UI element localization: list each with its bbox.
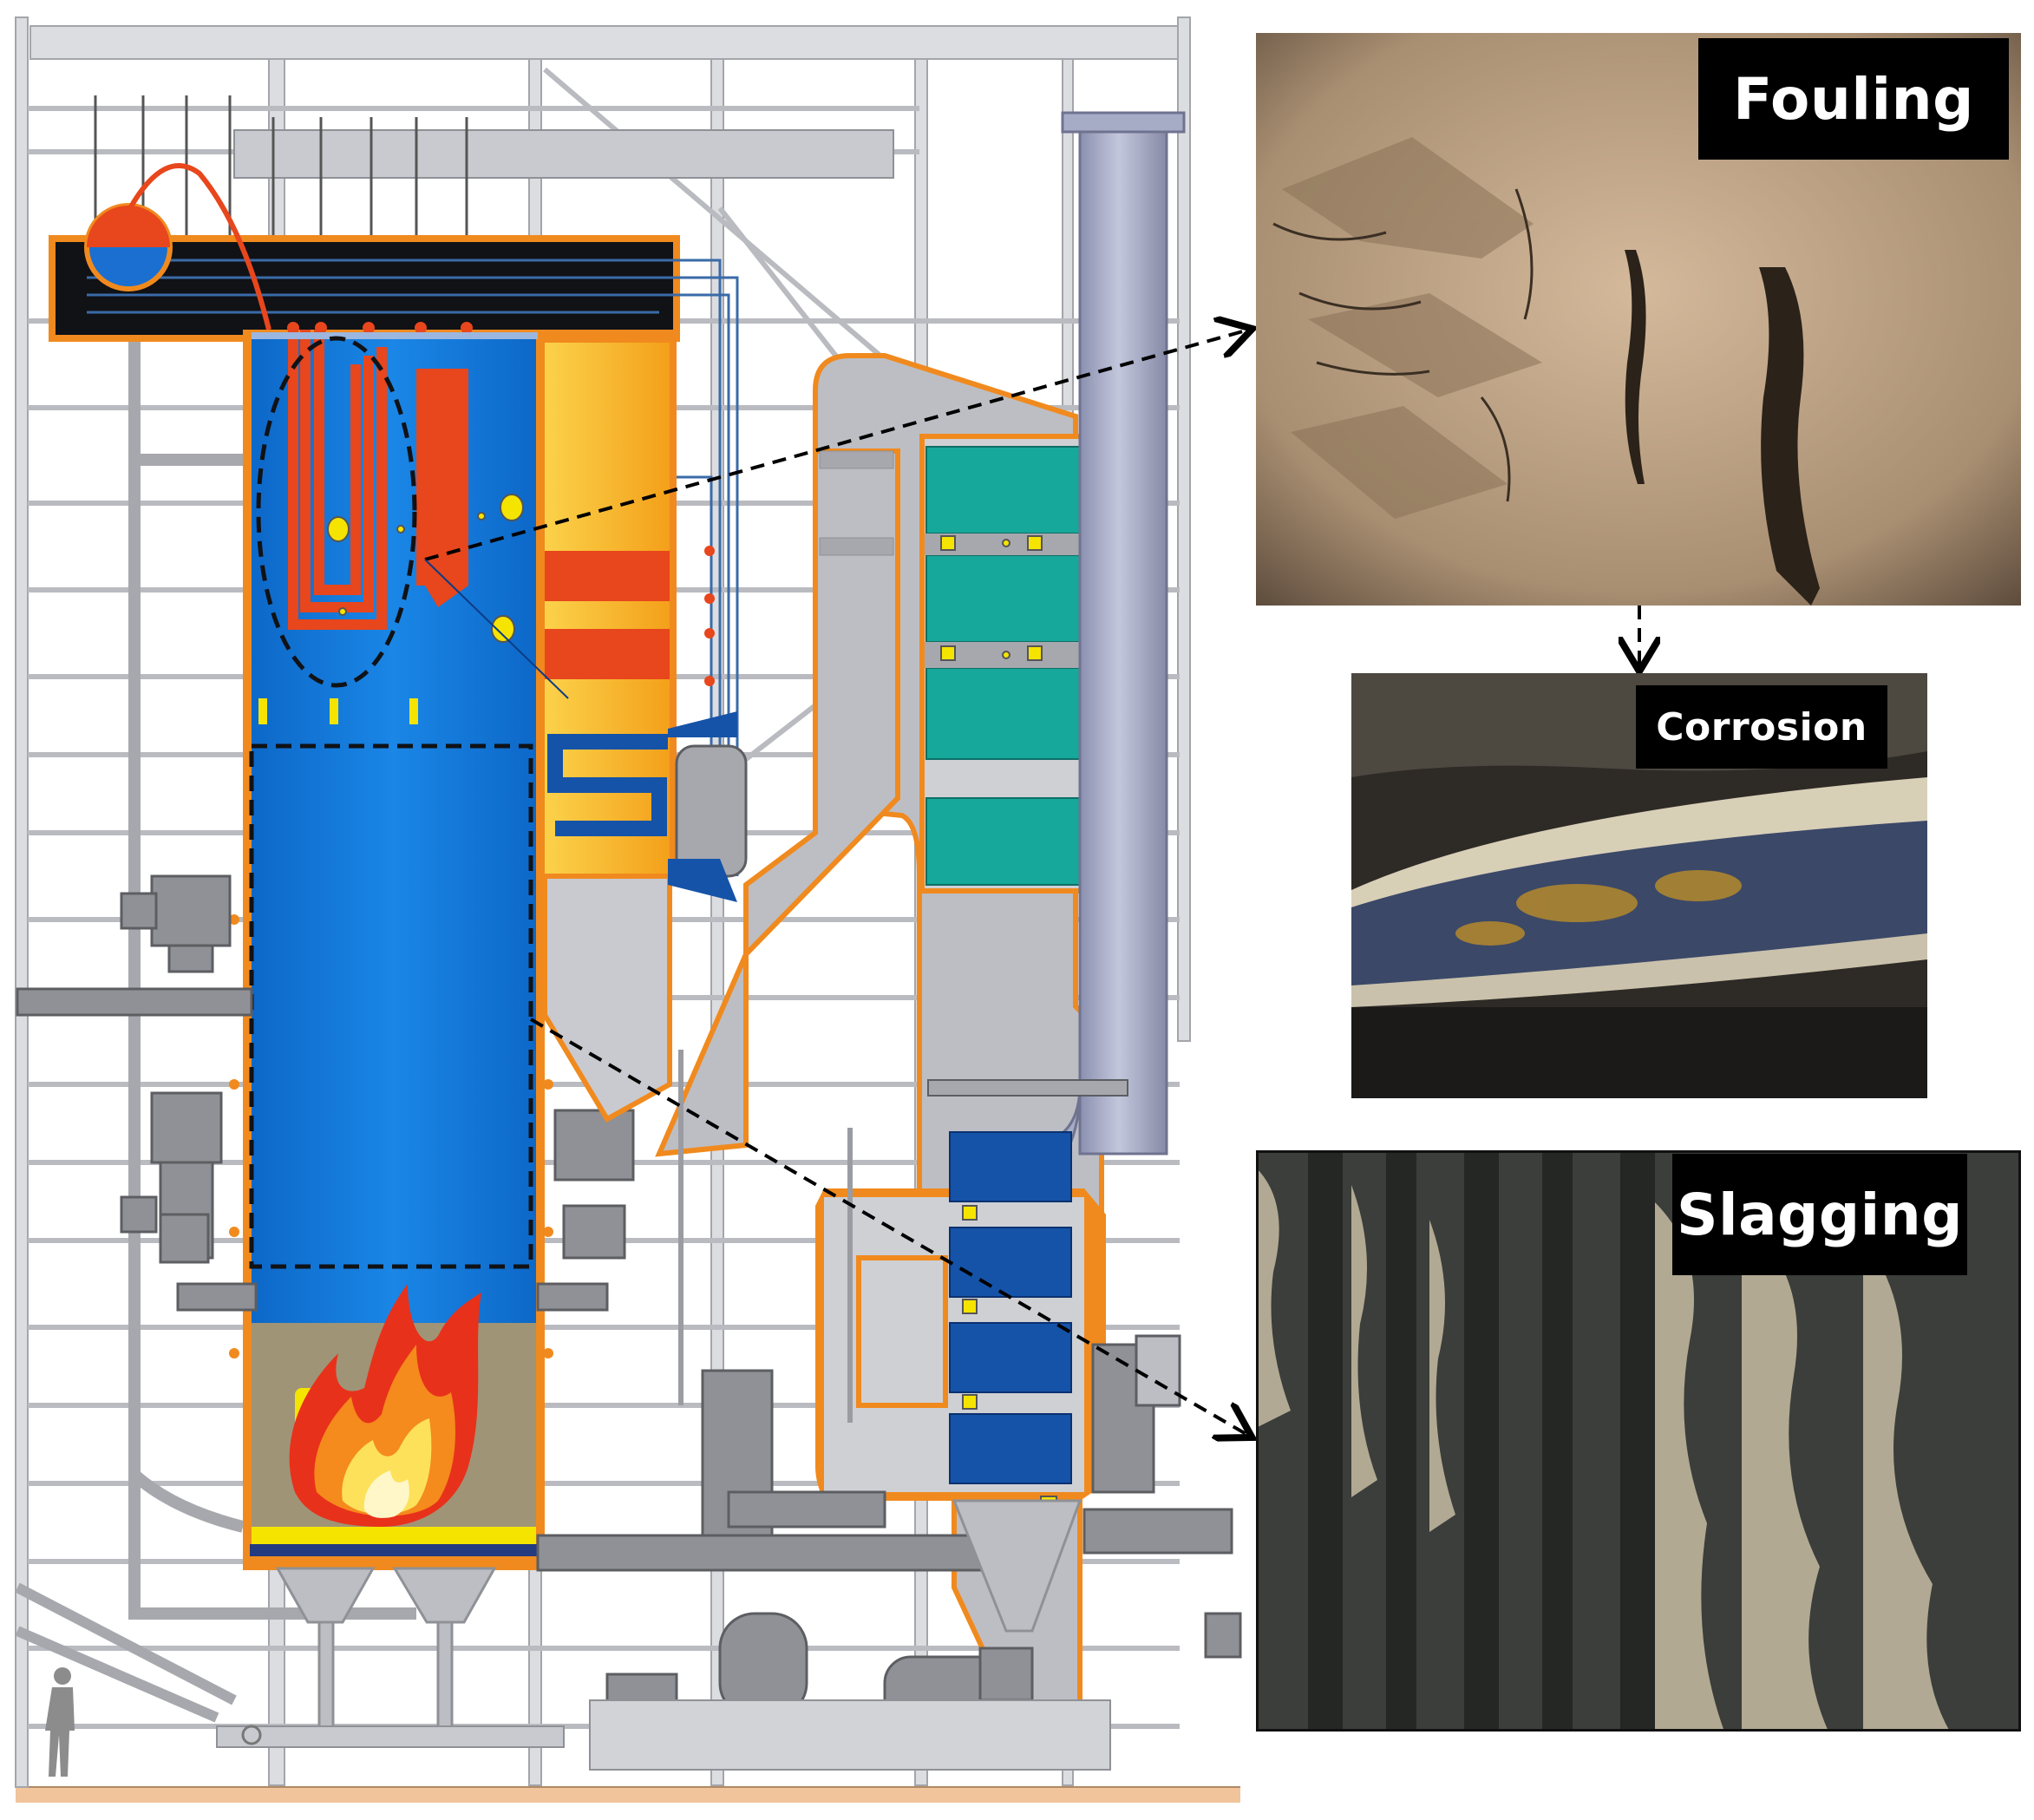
air-heater-modules	[949, 1131, 1072, 1484]
fouling-zone-outline	[256, 336, 417, 688]
ground-strip	[16, 1787, 1240, 1803]
superheater-pendants	[288, 330, 387, 630]
teal-catalyst-modules	[925, 446, 1094, 886]
riser-piping	[677, 475, 713, 876]
person-silhouette-icon	[45, 1667, 75, 1777]
right-burner-boxes	[536, 1109, 635, 1312]
upper-gallery	[233, 129, 894, 179]
coal-conveyor	[15, 1582, 237, 1723]
roof-tubes	[87, 259, 739, 876]
steam-drum-icon	[84, 163, 271, 331]
bottom-base	[216, 1725, 565, 1748]
fans-and-ducts	[536, 1334, 1242, 1728]
grate	[252, 1527, 536, 1544]
chimney-stack	[1078, 120, 1168, 1156]
burner-marks	[258, 698, 418, 724]
economizer-coil	[547, 734, 668, 836]
flue-downcomer-duct	[655, 448, 900, 1157]
ash-hoppers	[275, 1567, 497, 1737]
slagging-label: Slagging	[1672, 1154, 1967, 1275]
dashed-arrow-icon	[424, 330, 1639, 1436]
inspection-ports	[327, 494, 524, 643]
left-burner-boxes	[16, 874, 258, 1312]
convective-pass	[545, 343, 670, 876]
flame-icon	[289, 1284, 481, 1527]
reheater-banks	[545, 551, 670, 679]
separator-vessel	[675, 744, 748, 878]
fouling-label: Fouling	[1698, 38, 2009, 160]
superheater-block	[416, 369, 468, 586]
furnace-water-walls	[252, 338, 536, 1327]
corrosion-label: Corrosion	[1636, 685, 1887, 769]
